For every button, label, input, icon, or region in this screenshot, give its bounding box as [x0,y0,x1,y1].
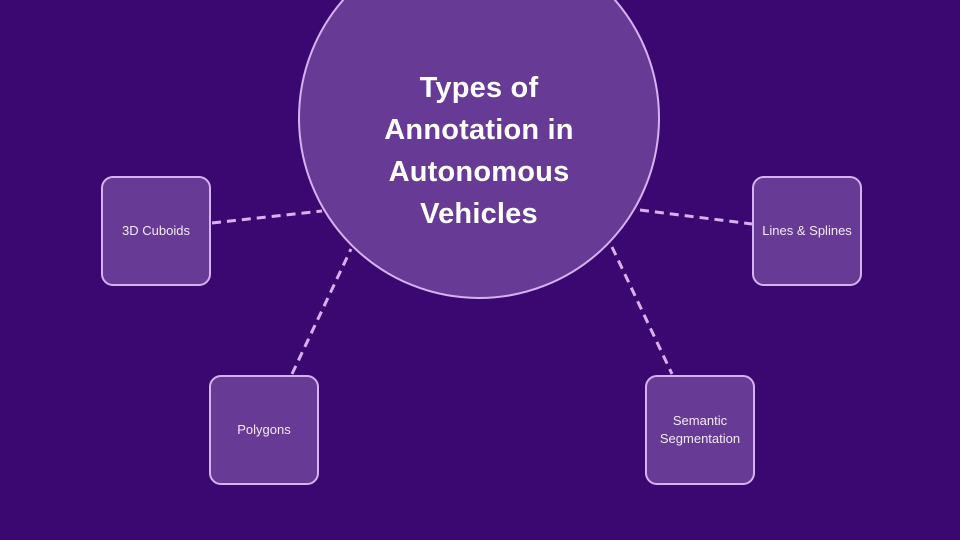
connector-polygons [290,248,353,375]
diagram-title: Types of Annotation in Autonomous Vehicl… [384,72,574,230]
node-3d-cuboids: 3D Cuboids [101,176,211,286]
node-label: Polygons [237,422,291,437]
node-semantic-segmentation: Semantic Segmentation [645,375,755,485]
connector-lines-splines [639,208,753,226]
node-label: Lines & Splines [762,223,852,238]
node-polygons: Polygons [209,375,319,485]
node-label: 3D Cuboids [122,223,190,238]
node-label: Semantic Segmentation [659,413,741,446]
connector-semantic-segmentation [610,246,674,375]
node-lines-splines: Lines & Splines [752,176,862,286]
connector-3d-cuboids [211,209,323,225]
